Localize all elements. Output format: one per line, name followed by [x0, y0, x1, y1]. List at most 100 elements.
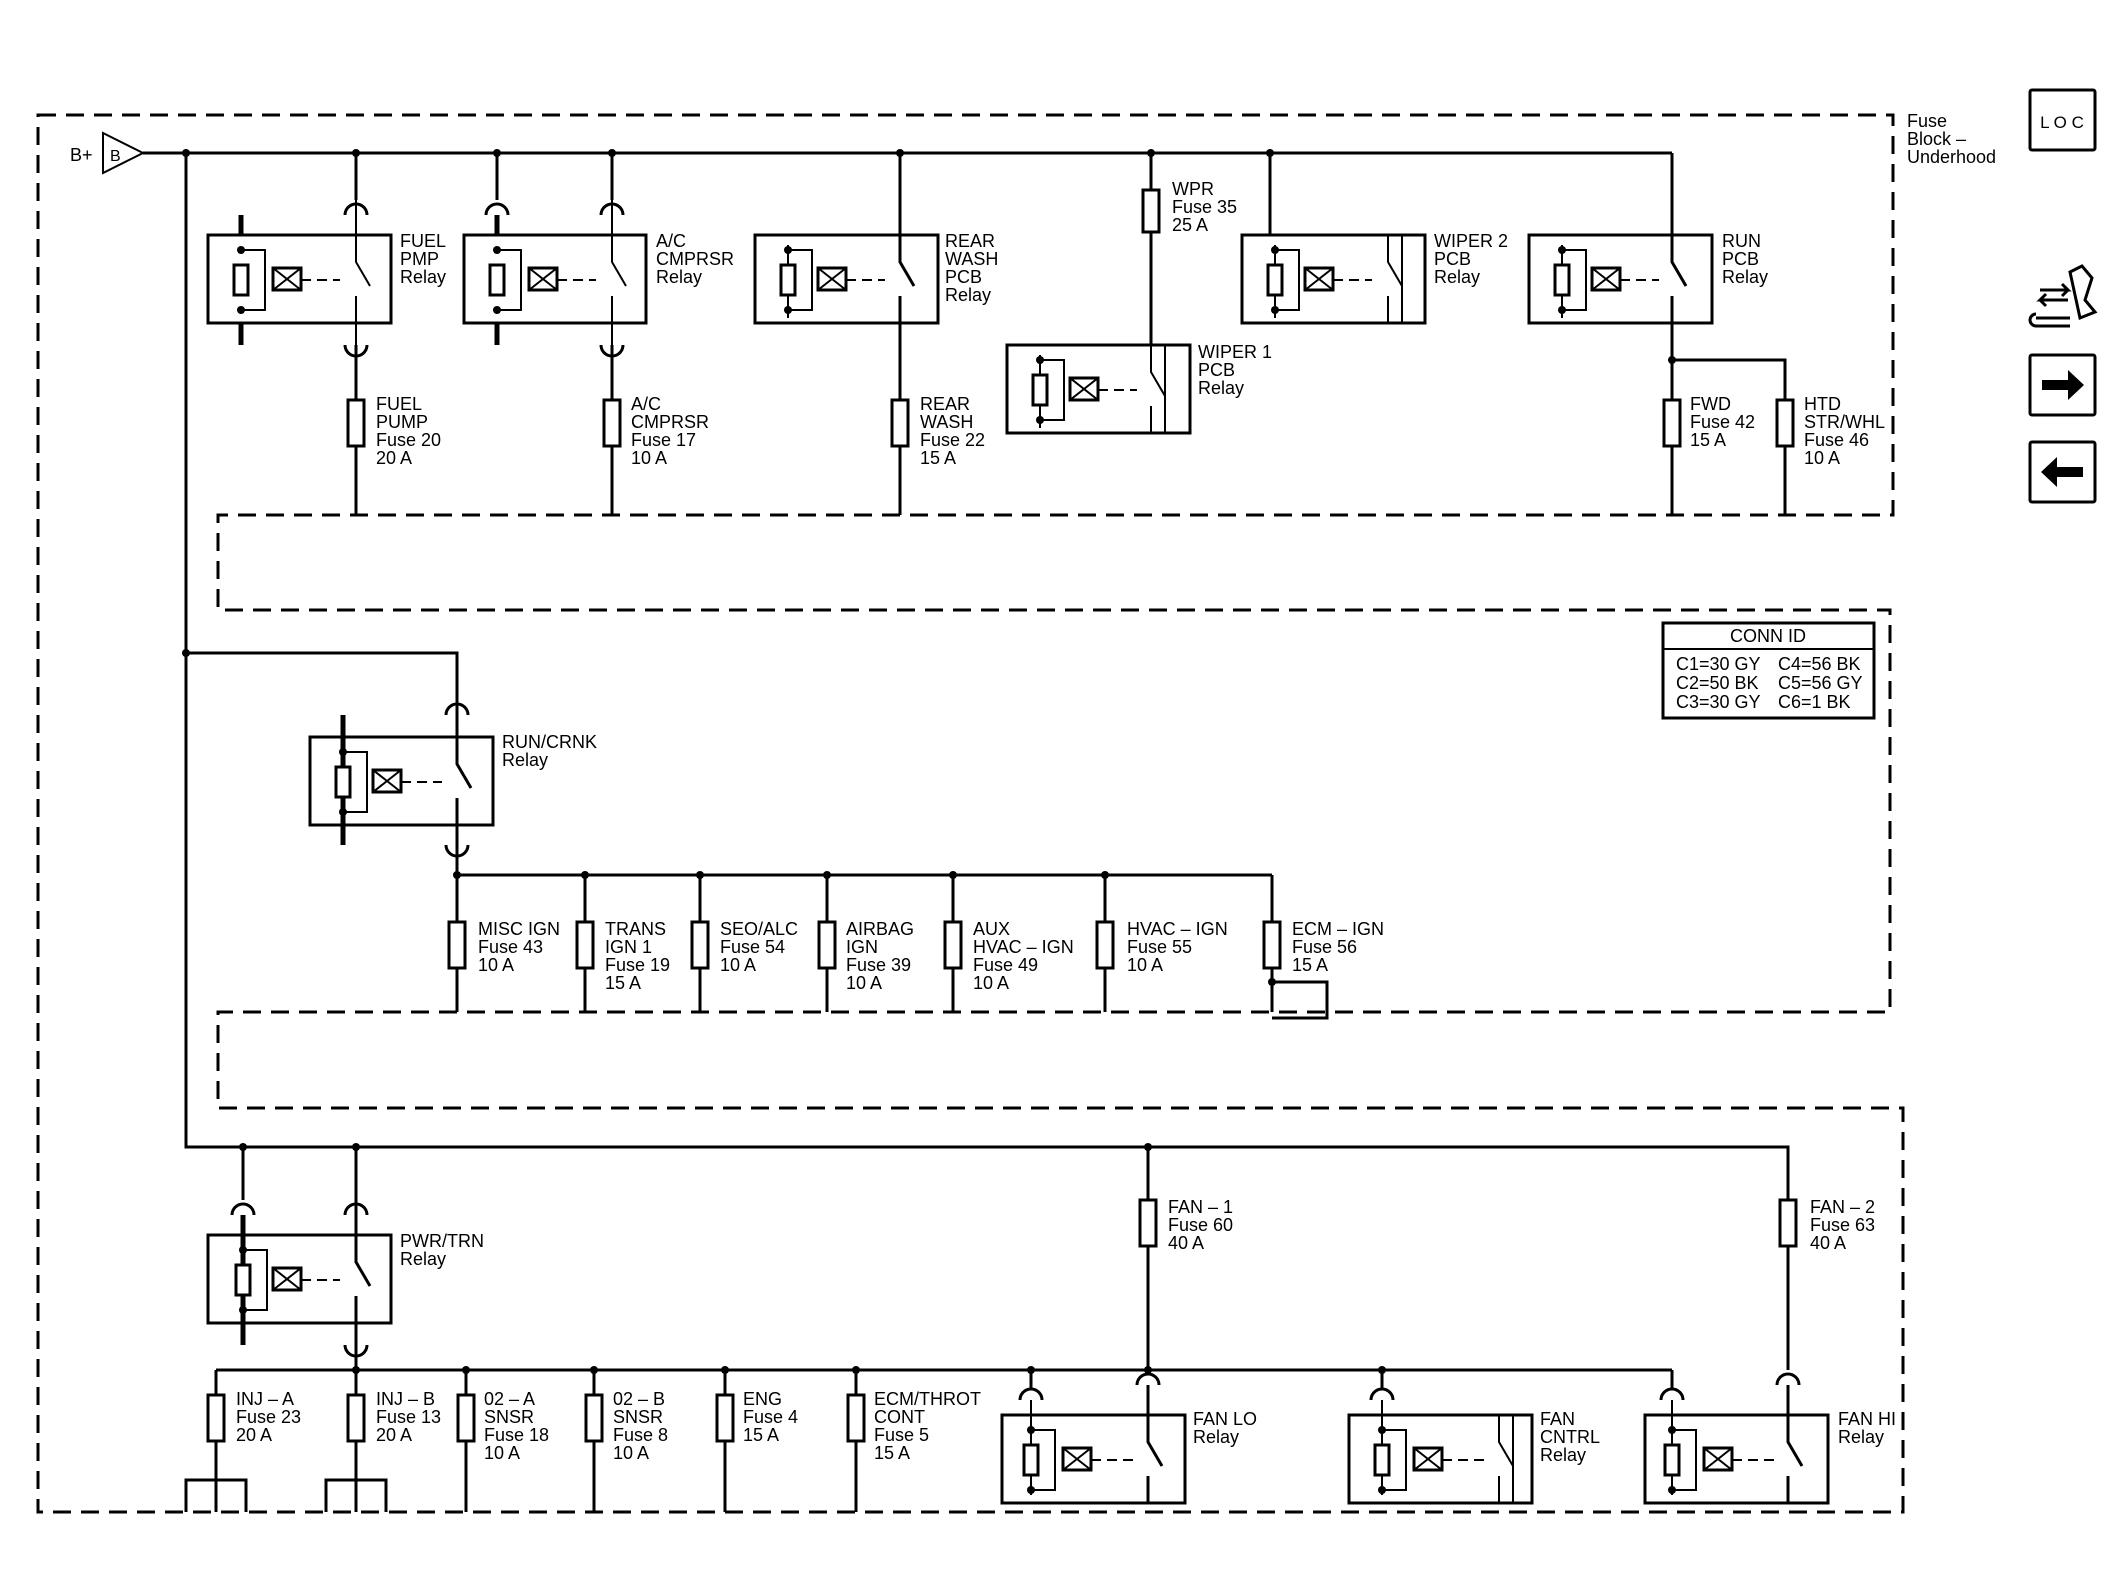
- relay-label: CNTRL: [1540, 1427, 1600, 1447]
- conn-id-table: CONN ID C1=30 GY C4=56 BK C2=50 BK C5=56…: [1661, 621, 1876, 720]
- conn-id-cell: C1=30 GY: [1676, 654, 1761, 674]
- fuse-label: PUMP: [376, 412, 428, 432]
- htd-str-whl-fuse: HTD STR/WHL Fuse 46 10 A: [1775, 394, 1885, 468]
- conn-id-cell: C6=1 BK: [1778, 692, 1851, 712]
- fuse-label: Fuse 39: [846, 955, 911, 975]
- fuse-label: Fuse 22: [920, 430, 985, 450]
- relay-label: Relay: [1434, 267, 1480, 287]
- fuse-block-boundary: [36, 113, 1905, 1514]
- relay-label: RUN: [1722, 231, 1761, 251]
- fuse-label: FWD: [1690, 394, 1731, 414]
- source-pin: B: [110, 148, 121, 165]
- fuse-label: HVAC – IGN: [1127, 919, 1228, 939]
- fuse-label: 15 A: [1292, 955, 1328, 975]
- ecm-ign-fuse: ECM – IGN Fuse 56 15 A: [1262, 875, 1384, 1020]
- relay-label: Relay: [945, 285, 991, 305]
- fuse-label: WPR: [1172, 179, 1214, 199]
- misc-ign-fuse: MISC IGN Fuse 43 10 A: [447, 875, 560, 1012]
- relay-label: Relay: [1838, 1427, 1884, 1447]
- fuse-label: FAN – 1: [1168, 1197, 1233, 1217]
- fan-cntrl-relay: FAN CNTRL Relay: [1347, 1370, 1600, 1505]
- fuse-label: ECM – IGN: [1292, 919, 1384, 939]
- fuse-label: IGN 1: [605, 937, 652, 957]
- fuse-label: SNSR: [484, 1407, 534, 1427]
- fuse-label: 15 A: [1690, 430, 1726, 450]
- fuse-label: 10 A: [478, 955, 514, 975]
- fuse-label: REAR: [920, 394, 970, 414]
- fan-lo-relay: FAN LO Relay: [1000, 1370, 1257, 1505]
- bottom-bus: [216, 1345, 1672, 1374]
- fuse-label: 10 A: [631, 448, 667, 468]
- relay-label: Relay: [400, 1249, 446, 1269]
- relay-label: FUEL: [400, 231, 446, 251]
- fuse-label: Fuse 17: [631, 430, 696, 450]
- relay-label: FAN: [1540, 1409, 1575, 1429]
- block-label-line: Block –: [1907, 129, 1966, 149]
- o2a-snsr-fuse: 02 – A SNSR Fuse 18 10 A: [456, 1370, 549, 1512]
- arrow-left-button[interactable]: [2028, 440, 2097, 504]
- ac-cmprsr-fuse: A/C CMPRSR Fuse 17 10 A: [602, 345, 709, 515]
- relay-label: PMP: [400, 249, 439, 269]
- fuse-label: 02 – A: [484, 1389, 535, 1409]
- fuse-label: Fuse 43: [478, 937, 543, 957]
- fuse-label: CONT: [874, 1407, 925, 1427]
- conn-id-title: CONN ID: [1730, 626, 1806, 646]
- aux-hvac-ign-fuse: AUX HVAC – IGN Fuse 49 10 A: [943, 875, 1074, 1012]
- ecm-throt-fuse: ECM/THROT CONT Fuse 5 15 A: [846, 1370, 981, 1512]
- eng-fuse: ENG Fuse 4 15 A: [715, 1370, 798, 1512]
- fuse-label: Fuse 46: [1804, 430, 1869, 450]
- inj-a-fuse: INJ – A Fuse 23 20 A: [184, 1370, 301, 1512]
- relay-label: FAN LO: [1193, 1409, 1257, 1429]
- wrench-arrows-icon[interactable]: [2028, 264, 2098, 328]
- pwr-trn-relay: PWR/TRN Relay: [206, 1143, 484, 1358]
- relay-label: Relay: [400, 267, 446, 287]
- fuse-label: Fuse 49: [973, 955, 1038, 975]
- fuse-label: Fuse 56: [1292, 937, 1357, 957]
- source-label: B+: [70, 145, 93, 165]
- fuse-label: Fuse 19: [605, 955, 670, 975]
- ignition-bus: [453, 845, 1272, 879]
- relay-label: WASH: [945, 249, 998, 269]
- fuse-label: HVAC – IGN: [973, 937, 1074, 957]
- relay-label: PCB: [945, 267, 982, 287]
- relay-label: A/C: [656, 231, 686, 251]
- inj-b-fuse: INJ – B Fuse 13 20 A: [324, 1370, 441, 1512]
- fuse-label: FAN – 2: [1810, 1197, 1875, 1217]
- fuse-label: Fuse 18: [484, 1425, 549, 1445]
- fuse-label: Fuse 4: [743, 1407, 798, 1427]
- fuse-label: Fuse 35: [1172, 197, 1237, 217]
- seo-alc-fuse: SEO/ALC Fuse 54 10 A: [690, 875, 798, 1012]
- relay-label: WIPER 1: [1198, 342, 1272, 362]
- relay-label: PCB: [1434, 249, 1471, 269]
- arrow-right-button[interactable]: [2028, 353, 2097, 417]
- relay-label: CMPRSR: [656, 249, 734, 269]
- fuse-block-label: Fuse Block – Underhood: [1907, 111, 1996, 167]
- fuse-label: 10 A: [973, 973, 1009, 993]
- relay-label: Relay: [1198, 378, 1244, 398]
- relay-label: PCB: [1198, 360, 1235, 380]
- rear-wash-fuse: REAR WASH Fuse 22 15 A: [890, 394, 985, 468]
- fuse-label: 10 A: [484, 1443, 520, 1463]
- conn-id-cell: C5=56 GY: [1778, 673, 1863, 693]
- run-pcb-relay: RUN PCB Relay: [1527, 231, 1787, 515]
- fuse-label: TRANS: [605, 919, 666, 939]
- fuse-label: INJ – B: [376, 1389, 435, 1409]
- fuse-label: 25 A: [1172, 215, 1208, 235]
- conn-id-cell: C2=50 BK: [1676, 673, 1759, 693]
- fuse-label: ECM/THROT: [874, 1389, 981, 1409]
- fuse-label: WASH: [920, 412, 973, 432]
- conn-id-cell: C4=56 BK: [1778, 654, 1861, 674]
- fuse-label: AUX: [973, 919, 1010, 939]
- fuel-pmp-relay: FUEL PMP Relay: [206, 200, 446, 358]
- run-crnk-relay: RUN/CRNK Relay: [186, 651, 597, 858]
- fuse-label: MISC IGN: [478, 919, 560, 939]
- wiper1-pcb-relay: WIPER 1 PCB Relay: [1005, 342, 1272, 435]
- fuel-pump-fuse: FUEL PUMP Fuse 20 20 A: [346, 345, 441, 515]
- conn-id-cell: C3=30 GY: [1676, 692, 1761, 712]
- relay-label: Relay: [1540, 1445, 1586, 1465]
- ac-cmprsr-relay: A/C CMPRSR Relay: [462, 200, 734, 358]
- relay-label: REAR: [945, 231, 995, 251]
- fuse-label: STR/WHL: [1804, 412, 1885, 432]
- fuse-label: 02 – B: [613, 1389, 665, 1409]
- loc-button[interactable]: L O C: [2028, 88, 2097, 152]
